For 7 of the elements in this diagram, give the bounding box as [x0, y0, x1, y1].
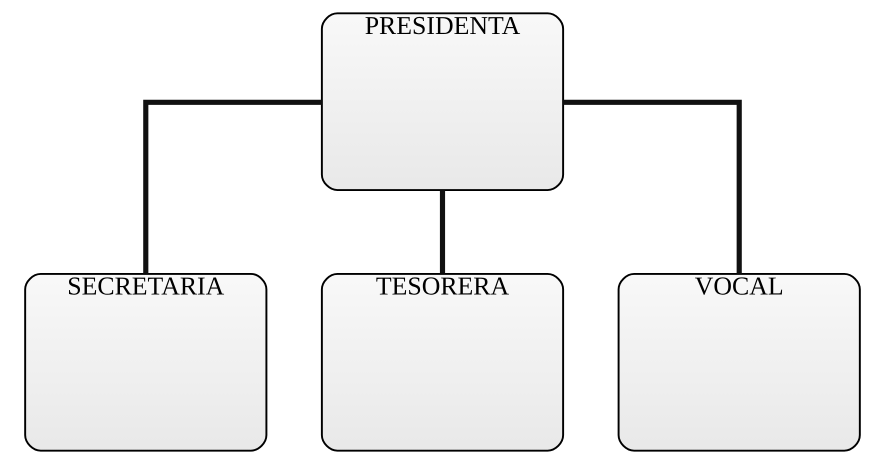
- connector: [143, 100, 322, 274]
- connector: [440, 190, 446, 274]
- node-box: PRESIDENTA: [320, 12, 564, 192]
- node-box: TESORERA: [320, 272, 564, 452]
- node-box: VOCAL: [618, 272, 861, 452]
- node-box: SECRETARIA: [24, 272, 268, 452]
- connector: [563, 100, 742, 274]
